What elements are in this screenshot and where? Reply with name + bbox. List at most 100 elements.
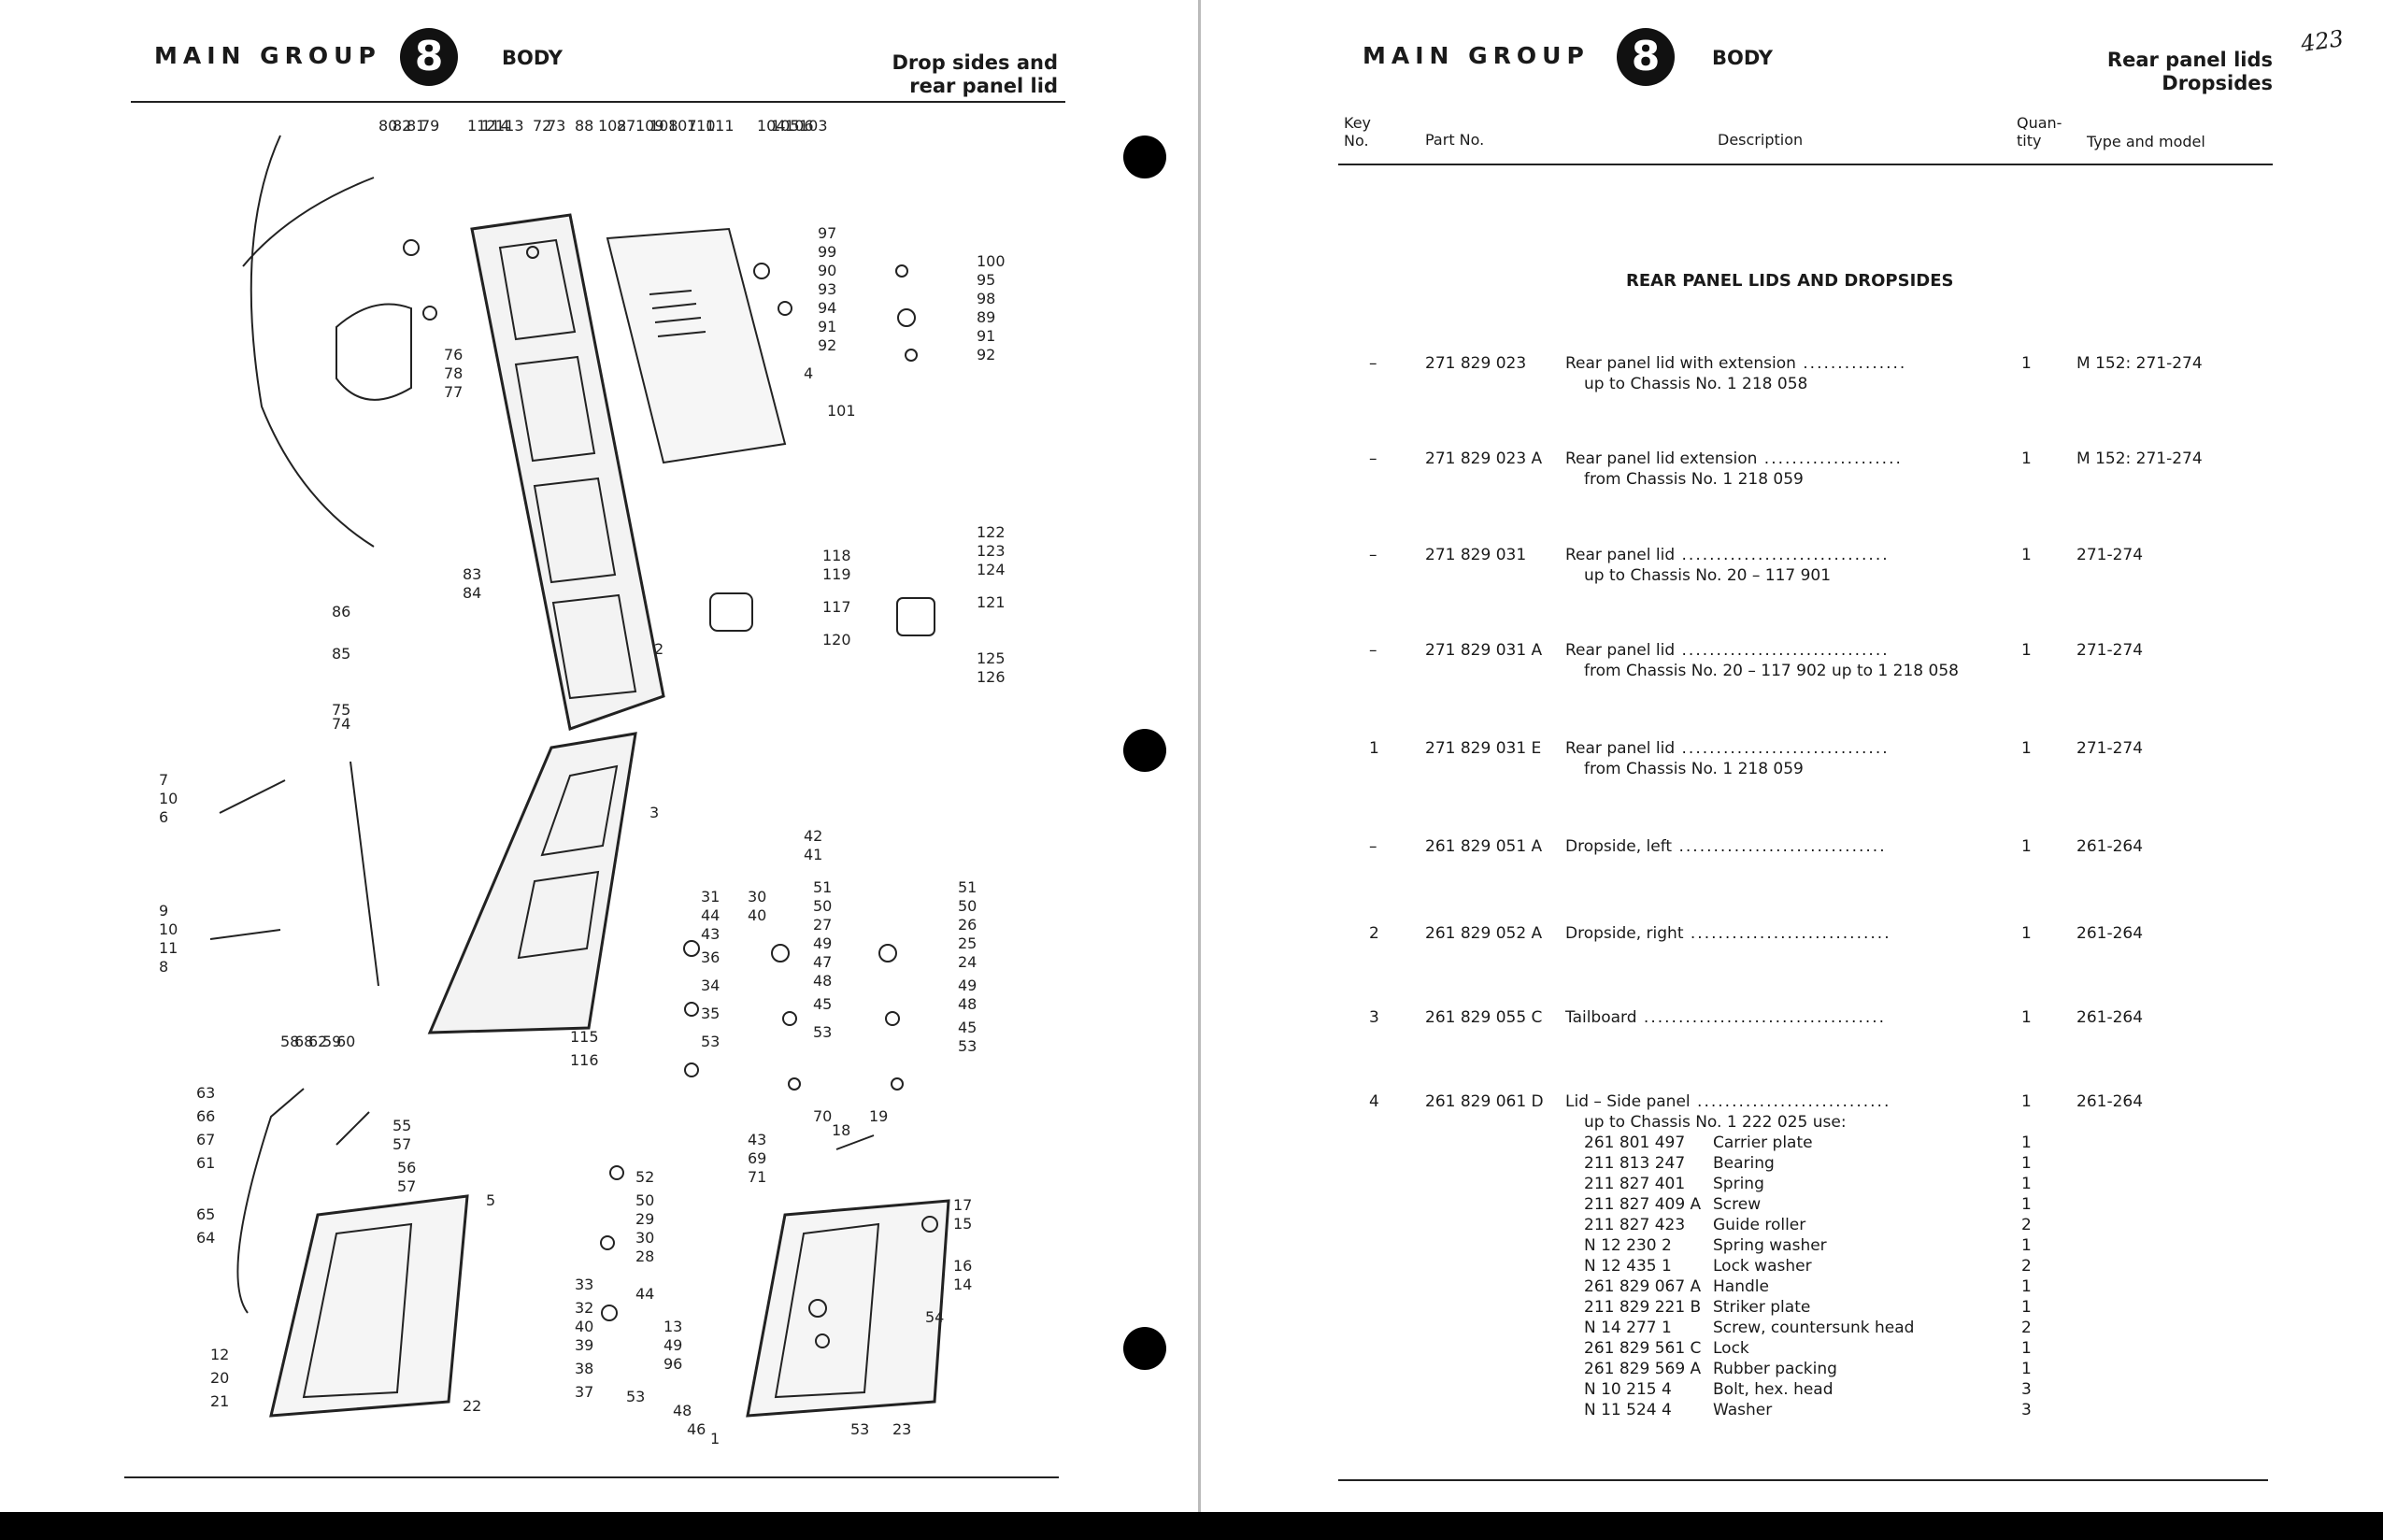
callout-number: 50 (635, 1191, 654, 1209)
callout-number: 105 (771, 117, 800, 135)
callout-number: 63 (196, 1084, 215, 1102)
component-description: Guide roller (1713, 1216, 1806, 1234)
leader-dots: ............................ (1690, 1092, 1891, 1111)
callout-number: 10 (159, 920, 178, 938)
callout-number: 8 (159, 958, 168, 976)
group-number-badge: 8 (1617, 28, 1675, 86)
callout-number: 22 (463, 1397, 481, 1415)
callout-number: 34 (701, 977, 720, 994)
col-header-key: Key No. (1344, 114, 1371, 150)
callout-number: 56 (397, 1159, 416, 1176)
callout-number: 29 (635, 1210, 654, 1228)
callout-number: 44 (701, 906, 720, 924)
callout-number: 119 (822, 565, 851, 583)
callout-number: 109 (635, 117, 664, 135)
col-header-key-line: Key (1344, 114, 1372, 132)
callout-number: 53 (958, 1037, 977, 1055)
leader-dots: .............................. (1675, 546, 1890, 564)
callout-number: 77 (444, 383, 463, 401)
callout-number: 64 (196, 1229, 215, 1247)
callout-number: 33 (575, 1276, 593, 1293)
col-header-quantity: Quan- tity (2017, 114, 2062, 150)
callout-number: 94 (818, 299, 836, 317)
component-description: Spring washer (1713, 1236, 1827, 1255)
section-title-line: rear panel lid (909, 75, 1058, 97)
callout-number: 120 (822, 631, 851, 649)
component-quantity: 2 (2021, 1319, 2032, 1337)
callout-number: 95 (977, 271, 995, 289)
callout-number: 122 (977, 523, 1006, 541)
row-type-model: M 152: 271-274 (2076, 449, 2203, 468)
row-key-no: – (1369, 837, 1377, 856)
binder-hole (1123, 135, 1166, 178)
callout-number: 39 (575, 1336, 593, 1354)
component-description: Lock washer (1713, 1257, 1812, 1276)
callout-number: 48 (813, 972, 832, 990)
row-chassis-note: up to Chassis No. 1 222 025 use: (1584, 1113, 1847, 1132)
callout-number: 70 (813, 1107, 832, 1125)
component-quantity: 1 (2021, 1339, 2032, 1358)
callout-number: 112 (467, 117, 496, 135)
component-quantity: 1 (2021, 1236, 2032, 1255)
row-quantity: 1 (2021, 449, 2032, 468)
main-group-label: MAIN GROUP (154, 42, 381, 69)
support-stay (209, 929, 281, 940)
callout-number: 53 (701, 1033, 720, 1050)
callout-number: 123 (977, 542, 1006, 560)
callout-number: 14 (953, 1276, 972, 1293)
callout-number: 103 (799, 117, 828, 135)
dropside-left-window (302, 1222, 413, 1399)
callout-number: 49 (958, 977, 977, 994)
callout-number: 74 (332, 715, 350, 733)
row-key-no: 2 (1369, 924, 1379, 943)
cab-window (335, 303, 412, 401)
component-description: Bearing (1713, 1154, 1775, 1173)
callout-number: 83 (463, 565, 481, 583)
component-part-no: N 12 230 2 (1584, 1236, 1672, 1255)
col-header-description: Description (1718, 131, 1804, 149)
row-description: Rear panel lid .........................… (1565, 641, 1890, 660)
callout-number: 51 (813, 878, 832, 896)
footer-rule (1338, 1479, 2268, 1481)
callout-number: 1 (710, 1430, 720, 1447)
callout-number: 20 (210, 1369, 229, 1387)
component-quantity: 1 (2021, 1175, 2032, 1193)
component-quantity: 3 (2021, 1380, 2032, 1399)
callout-number: 61 (196, 1154, 215, 1172)
callout-number: 35 (701, 1005, 720, 1022)
row-part-no: 261 829 051 A (1425, 837, 1543, 856)
callout-number: 66 (196, 1107, 215, 1125)
callout-number: 71 (748, 1168, 766, 1186)
main-group-label: MAIN GROUP (1363, 42, 1590, 69)
component-part-no: 211 813 247 (1584, 1154, 1686, 1173)
section-title: Rear panel lids Dropsides (2107, 49, 2273, 95)
lid-window (551, 593, 637, 700)
support-rod (236, 1088, 305, 1314)
page-spine (1198, 0, 1201, 1514)
callout-number: 12 (210, 1346, 229, 1363)
callout-number: 107 (668, 117, 697, 135)
callout-number: 30 (635, 1229, 654, 1247)
component-part-no: 211 829 221 B (1584, 1298, 1702, 1317)
callout-number: 53 (626, 1388, 645, 1405)
callout-number: 92 (818, 336, 836, 354)
component-description: Rubber packing (1713, 1360, 1837, 1378)
leader-dots: .............................. (1672, 837, 1887, 856)
row-quantity: 1 (2021, 837, 2032, 856)
callout-number: 118 (822, 547, 851, 564)
callout-number: 91 (818, 318, 836, 335)
row-quantity: 1 (2021, 739, 2032, 758)
callout-number: 85 (332, 645, 350, 663)
callout-number: 16 (953, 1257, 972, 1275)
binder-hole (1123, 1327, 1166, 1370)
callout-number: 98 (977, 290, 995, 307)
callout-number: 80 (378, 117, 397, 135)
callout-number: 54 (925, 1308, 944, 1326)
callout-number: 3 (649, 804, 659, 821)
callout-number: 69 (748, 1149, 766, 1167)
lid-vents (649, 290, 706, 337)
row-description: Dropside, right ........................… (1565, 924, 1891, 943)
callout-number: 49 (813, 934, 832, 952)
callout-number: 79 (421, 117, 439, 135)
